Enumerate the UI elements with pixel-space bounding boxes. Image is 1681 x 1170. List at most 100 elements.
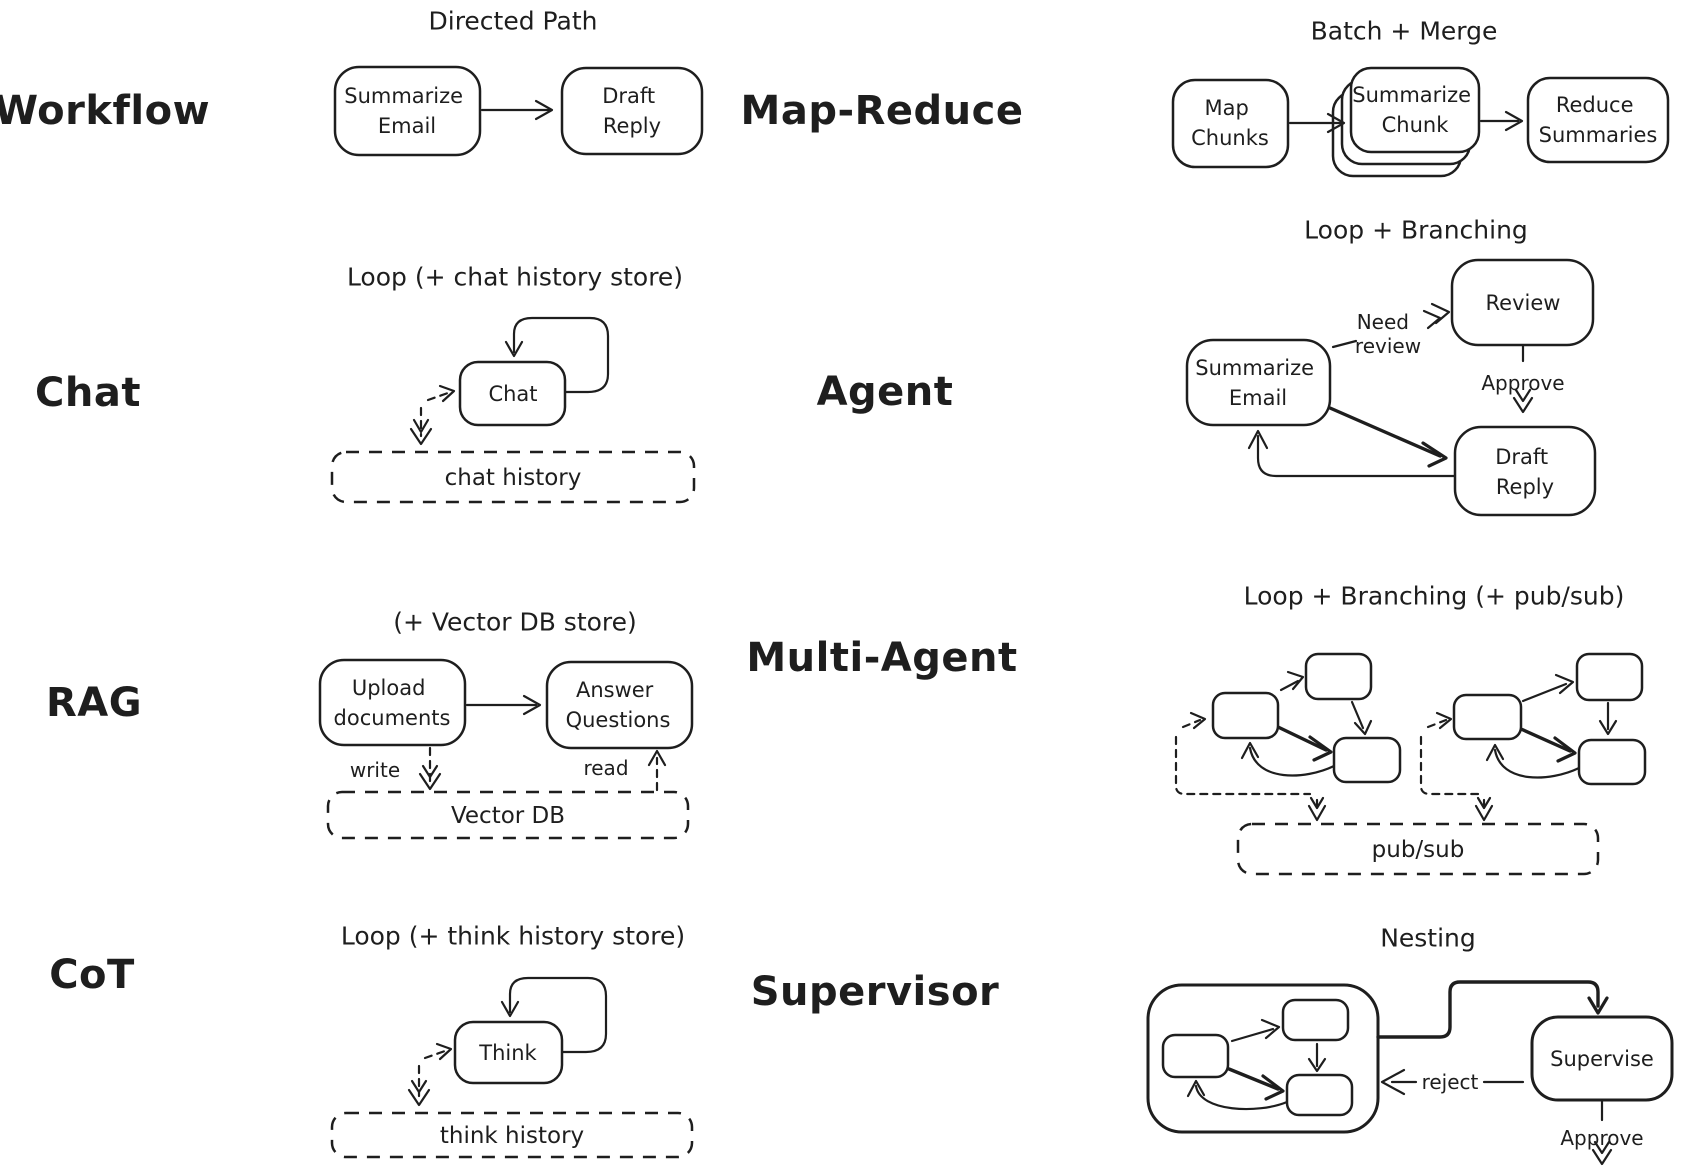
map-reduce-section: Map-Reduce Batch + Merge Map Chunks Summ… <box>741 17 1670 178</box>
agent-node-review-text: Review <box>1486 291 1561 315</box>
chat-loop-arrow <box>512 316 610 394</box>
multi-agent-cluster-b <box>1419 652 1647 822</box>
multi-agent-section: Multi-Agent Loop + Branching (+ pub/sub) <box>746 582 1647 876</box>
rag-vector-db-store-text: Vector DB <box>451 803 565 829</box>
rag-node-upload-documents <box>318 658 467 747</box>
map-reduce-title: Batch + Merge <box>1311 17 1498 46</box>
workflow-node-draft-reply <box>560 66 704 156</box>
agent-node-summarize-email-text: Summarize Email <box>1195 349 1321 410</box>
cluster-a-loop-arrowhead <box>1240 741 1260 760</box>
nested-arrow-left-to-top-head <box>1260 1018 1281 1040</box>
chat-loop-arrowhead <box>504 340 524 358</box>
nested-loop-arrow <box>1194 1084 1289 1111</box>
cluster-b-arrow-left-to-bottom <box>1519 727 1572 753</box>
supervisor-out-arrowhead <box>1587 996 1609 1015</box>
chat-label: Chat <box>35 370 141 416</box>
cluster-b-entry-dashed-arrow <box>1426 718 1448 729</box>
nested-arrow-left-to-bottom-head <box>1261 1074 1285 1101</box>
cot-loop-arrow <box>508 976 608 1054</box>
nested-node-bottom <box>1285 1073 1354 1117</box>
cluster-b-node-left <box>1452 693 1523 741</box>
cot-node-think <box>453 1020 564 1085</box>
map-reduce-node-map-chunks-text: Map Chunks <box>1191 89 1269 150</box>
workflow-title: Directed Path <box>429 7 598 36</box>
nested-arrow-left-to-bottom <box>1227 1067 1280 1091</box>
multi-agent-pubsub-store-text: pub/sub <box>1372 837 1465 863</box>
agent-need-review-arrowhead <box>1422 302 1451 330</box>
cluster-a-arrow-left-to-top-head <box>1286 670 1305 691</box>
cot-node-think-text: Think <box>478 1041 537 1065</box>
map-reduce-arrowhead-2 <box>1504 110 1524 132</box>
cluster-a-arrow-top-to-bottom <box>1350 700 1365 730</box>
rag-node-answer-questions <box>545 660 694 750</box>
cot-loop-arrowhead <box>500 1000 520 1018</box>
chat-node-chat <box>458 360 567 427</box>
workflow-node-draft-reply-text: Draft Reply <box>602 77 662 138</box>
multi-agent-pubsub-store <box>1236 822 1600 876</box>
cluster-a-entry-arrowhead <box>1189 711 1207 730</box>
supervisor-label: Supervisor <box>751 969 1000 1015</box>
chat-store-arrowhead <box>409 418 433 446</box>
agent-label: Agent <box>817 369 954 415</box>
map-reduce-node-map-chunks <box>1171 78 1290 169</box>
agent-node-draft-reply-text: Draft Reply <box>1495 438 1555 499</box>
cluster-b-entry-arrowhead <box>1435 711 1453 730</box>
agent-node-summarize-email <box>1185 338 1332 427</box>
multi-agent-label: Multi-Agent <box>746 635 1017 681</box>
rag-write-arrowhead <box>418 764 442 791</box>
supervisor-section: Supervisor Nesting Supervise reject Appr… <box>751 924 1674 1166</box>
agent-loop-back-arrowhead <box>1247 429 1269 450</box>
supervisor-approve-arrowhead <box>1591 1140 1613 1166</box>
cot-think-history-store-text: think history <box>440 1123 584 1149</box>
map-reduce-arrowhead-1 <box>1326 112 1346 134</box>
rag-title: (+ Vector DB store) <box>393 608 637 637</box>
agent-arrow-summarize-to-draft-head <box>1421 441 1448 468</box>
rag-read-label: read <box>583 756 628 780</box>
supervisor-node-supervise-text: Supervise <box>1550 1047 1654 1071</box>
cluster-a-entry-dashed-arrow <box>1181 718 1202 729</box>
cluster-b-arrow-top-to-bottom-head <box>1598 719 1618 736</box>
cluster-a-arrow-left-to-bottom <box>1276 725 1328 752</box>
chat-section: Chat Loop (+ chat history store) Chat ch… <box>35 263 696 504</box>
map-reduce-node-reduce-summaries <box>1526 76 1670 164</box>
map-reduce-label: Map-Reduce <box>741 88 1024 134</box>
cluster-b-pubsub-arrowhead <box>1474 796 1494 822</box>
cluster-a-node-left <box>1211 691 1280 740</box>
cluster-a-arrow-top-to-bottom-head <box>1353 719 1373 736</box>
rag-section: RAG (+ Vector DB store) Upload documents… <box>46 608 694 840</box>
cot-section: CoT Loop (+ think history store) Think t… <box>49 922 694 1159</box>
chat-history-store-text: chat history <box>445 465 582 491</box>
cluster-a-arrow-left-to-bottom-head <box>1308 735 1333 762</box>
cot-entry-dashed-arrow <box>423 1049 447 1060</box>
cluster-a-pubsub-arrowhead <box>1307 796 1327 822</box>
rag-write-label: write <box>350 758 400 782</box>
agent-loop-back-arrow <box>1256 434 1457 478</box>
map-reduce-node-summarize-chunk <box>1349 66 1481 154</box>
agent-approve-label: Approve <box>1481 371 1564 395</box>
rag-label: RAG <box>46 680 142 726</box>
supervisor-out-arrow <box>1376 980 1600 1039</box>
nested-arrow-top-to-bottom-head <box>1307 1057 1327 1073</box>
cot-store-arrowhead <box>407 1079 431 1107</box>
agent-arrow-summarize-to-draft <box>1328 406 1442 458</box>
cluster-b-arrow-left-to-top <box>1521 682 1568 703</box>
agent-node-review <box>1450 258 1595 347</box>
rag-read-arrowhead <box>647 749 667 767</box>
agent-title: Loop + Branching <box>1304 216 1528 245</box>
agent-need-review-tail <box>1331 339 1358 349</box>
workflow-node-summarize-email-text: Summarize Email <box>344 77 470 138</box>
multi-agent-cluster-a <box>1174 652 1402 822</box>
rag-node-upload-documents-text: Upload documents <box>334 669 451 730</box>
nested-arrow-left-to-top <box>1230 1027 1275 1043</box>
supervisor-reject-arrowhead <box>1380 1068 1406 1096</box>
cluster-a-node-bottom <box>1332 736 1402 784</box>
cluster-a-node-top <box>1304 652 1373 701</box>
cluster-b-loop-arrow <box>1493 748 1581 779</box>
cluster-b-loop-arrowhead <box>1485 743 1505 762</box>
agent-section: Agent Loop + Branching Review Summarize … <box>817 216 1597 517</box>
cluster-b-node-bottom <box>1577 738 1647 786</box>
cot-think-history-store <box>330 1111 694 1159</box>
multi-agent-title: Loop + Branching (+ pub/sub) <box>1244 582 1625 611</box>
